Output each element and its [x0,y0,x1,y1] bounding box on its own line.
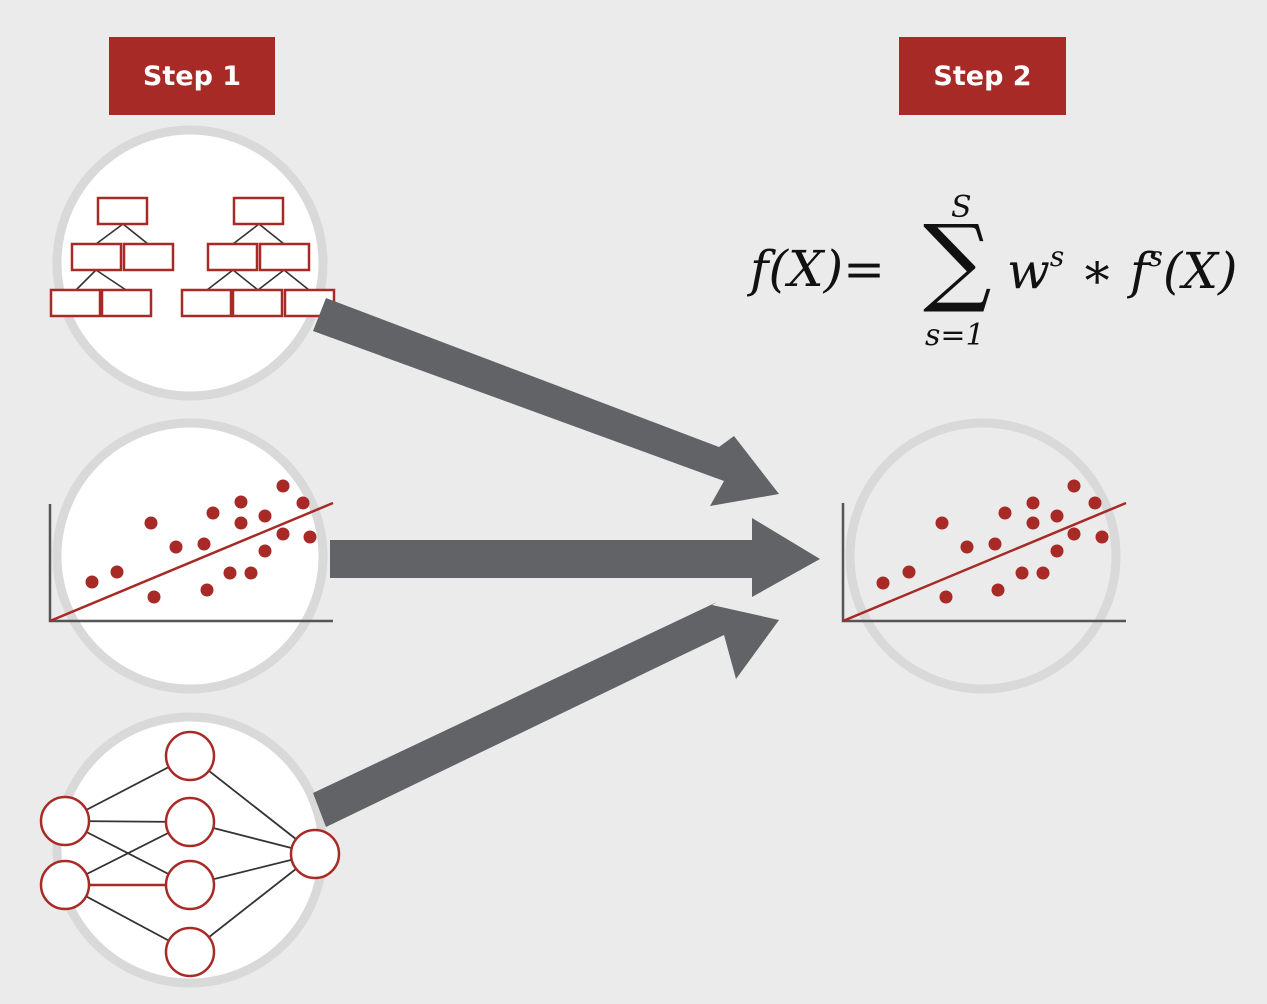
model-argument: (X) [1162,242,1238,300]
arrow-middle [330,518,820,597]
model-term: ∗ f [1064,242,1149,300]
step-2-label: Step 2 [899,37,1066,115]
weight-term: w [1007,242,1050,300]
formula-lhs: f(X)= [750,240,886,298]
arrow-top [313,298,779,506]
circle-decision-trees [52,125,328,401]
regression-line [49,501,334,623]
neural-network-icon [39,730,341,978]
formula-rhs: ws ∗ fs(X) [1007,240,1237,300]
decision-trees-icon [49,196,336,318]
sum-upper-limit: S [951,190,972,225]
linear-regression-icon [48,479,334,623]
circle-ensemble-output [845,418,1121,694]
ensemble-formula: f(X)= S ∑ s=1 ws ∗ fs(X) [745,190,1260,360]
arrows [313,298,820,827]
circle-linear-regression [52,418,328,694]
summation-symbol: ∑ [923,204,992,316]
step-1-label: Step 1 [109,37,275,115]
weight-superscript: s [1049,240,1065,273]
output-regression-line [842,501,1127,623]
sum-lower-limit: s=1 [925,318,985,353]
arrow-bottom [313,602,779,827]
model-circles [52,125,1121,988]
ensemble-regression-icon [841,479,1127,623]
model-superscript: s [1148,240,1163,273]
